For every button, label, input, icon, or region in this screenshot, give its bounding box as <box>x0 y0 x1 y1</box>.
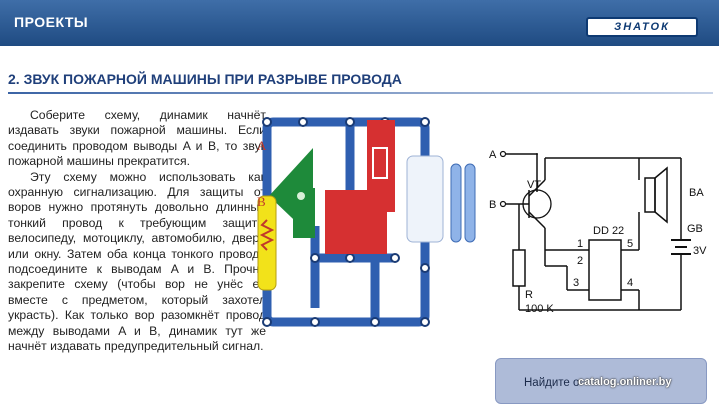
project-title: 2. ЗВУК ПОЖАРНОЙ МАШИНЫ ПРИ РАЗРЫВЕ ПРОВ… <box>8 71 402 87</box>
schematic-label-b: B <box>489 199 496 211</box>
board-label-a: A <box>257 138 267 153</box>
battery-cell <box>450 163 462 243</box>
speaker-label: BA <box>689 187 704 199</box>
pin-4-label: 4 <box>627 277 633 289</box>
resistor-symbol <box>259 219 275 251</box>
circuit-board-illustration: A B <box>257 117 476 327</box>
speaker-cone <box>654 166 668 224</box>
resistor-name: R <box>525 289 533 301</box>
pin-5-label: 5 <box>627 238 633 250</box>
terminal-a <box>499 150 507 158</box>
section-label: ПРОЕКТЫ <box>14 14 89 30</box>
pin-1-label: 1 <box>577 238 583 250</box>
transistor-symbol <box>522 189 552 219</box>
transistor-label: VT <box>527 179 541 191</box>
pin-2-label: 2 <box>577 255 583 267</box>
transistor-snap <box>297 192 305 200</box>
header-bar: ПРОЕКТЫ ЗНАТОК <box>0 0 719 46</box>
pin-3-label: 3 <box>573 277 579 289</box>
chip-symbol <box>588 239 622 301</box>
battery-holder <box>406 155 444 243</box>
terminal-b <box>499 200 507 208</box>
transistor-module-body <box>293 188 315 238</box>
find-info-text: Найдите о <box>524 377 580 389</box>
circuit-schematic: A B VT BA DD 22 1 2 3 4 5 R 100 K GB 3V <box>489 149 707 315</box>
paragraph-1: Соберите схему, динамик начнёт издавать … <box>8 108 266 169</box>
resistor-value: 100 K <box>525 303 554 315</box>
paragraph-2: Эту схему можно использовать как охранну… <box>8 169 266 354</box>
resistor-symbol <box>512 249 526 287</box>
battery-name: GB <box>687 223 703 235</box>
title-divider <box>8 92 713 94</box>
brand-logo: ЗНАТОК <box>586 17 698 37</box>
speaker-symbol <box>644 177 656 213</box>
battery-cell <box>464 163 476 243</box>
schematic-label-a: A <box>489 149 497 161</box>
speaker-module <box>367 120 395 212</box>
battery-value: 3V <box>693 245 707 257</box>
chip-label: DD 22 <box>593 225 624 237</box>
find-info-box: Найдите о <box>495 358 707 404</box>
watermark: catalog.onliner.by <box>578 376 672 388</box>
board-label-b: B <box>257 194 266 209</box>
speaker-symbol <box>372 147 388 179</box>
project-description: Соберите схему, динамик начнёт издавать … <box>8 108 266 355</box>
